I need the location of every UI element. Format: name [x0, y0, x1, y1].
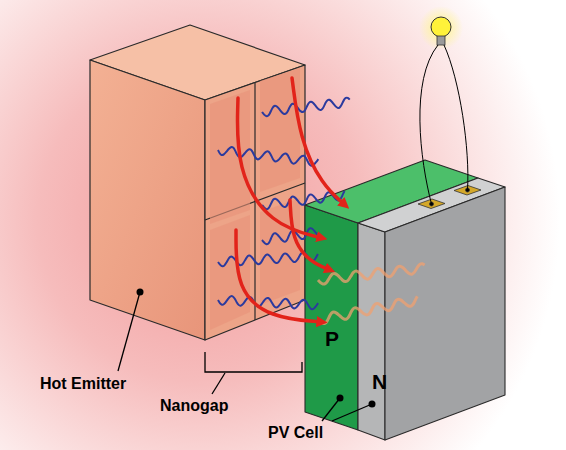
cell-label: PV Cell — [268, 424, 323, 442]
wires — [420, 45, 468, 204]
leader-line — [332, 404, 372, 421]
photon-wave — [218, 296, 318, 309]
heat-arrow — [290, 200, 330, 270]
absorbed-wave — [318, 296, 417, 323]
nanogap-bracket — [205, 352, 302, 394]
emitter-label: Hot Emitter — [40, 375, 126, 393]
layer-face — [358, 223, 385, 440]
heat-arrow — [292, 78, 345, 205]
leader-line — [118, 292, 140, 371]
absorbed-wave — [318, 264, 425, 284]
layer-shape — [358, 178, 505, 440]
heat-arrow — [237, 98, 322, 238]
n-layer: N — [358, 178, 505, 440]
photon-wave — [218, 147, 318, 166]
hot-emitter-block — [90, 25, 305, 340]
heat-arrow — [236, 230, 322, 322]
layer-face — [305, 205, 358, 430]
light-bulb — [419, 6, 463, 50]
gap-label: Nanogap — [160, 397, 228, 415]
layer-letter: N — [372, 371, 387, 392]
photon-wave — [262, 98, 350, 116]
layer-letter: P — [325, 328, 339, 349]
layer-face — [385, 187, 505, 440]
leader-line — [322, 398, 340, 421]
